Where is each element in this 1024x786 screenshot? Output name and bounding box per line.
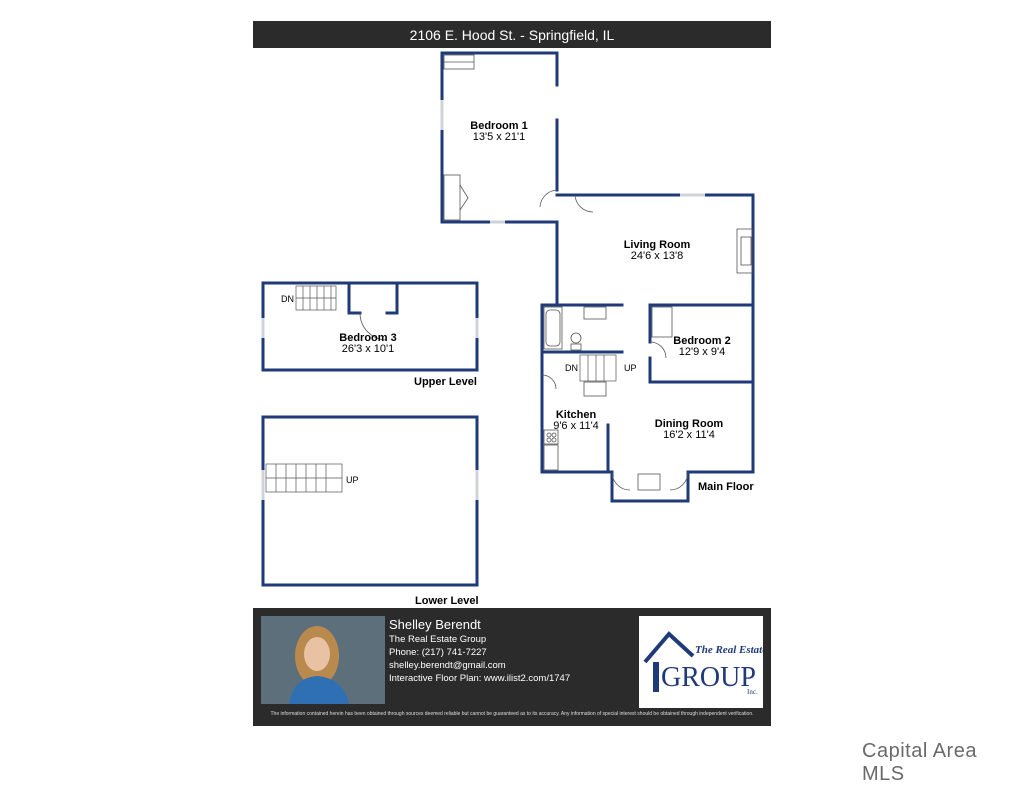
room-living-name: Living Room: [624, 239, 691, 251]
agent-name: Shelley Berendt: [389, 617, 481, 632]
room-dining-name: Dining Room: [655, 418, 724, 430]
stairs-up-lower-label: UP: [346, 475, 359, 485]
room-bedroom-1-name: Bedroom 1: [470, 120, 527, 132]
level-upper-label: Upper Level: [414, 376, 477, 388]
room-bedroom-3-dims: 26'3 x 10'1: [342, 343, 395, 355]
agent-info: Shelley Berendt The Real Estate Group Ph…: [389, 616, 570, 685]
company-logo: The Real Estate GROUP Inc.: [639, 616, 767, 708]
lower-level-walls: [261, 415, 479, 587]
room-kitchen-dims: 9'6 x 11'4: [553, 420, 599, 432]
floor-plan-drawing: Bedroom 1 13'5 x 21'1 Living Room 24'6 x…: [261, 51, 755, 607]
logo-line-2: GROUP: [661, 662, 756, 693]
logo-line-1: The Real Estate: [695, 644, 763, 656]
disclaimer-text: The information contained herein has bee…: [270, 711, 754, 717]
room-bedroom-1-dims: 13'5 x 21'1: [473, 131, 526, 143]
bedroom-1-walls: [440, 51, 559, 224]
agent-company: The Real Estate Group: [389, 634, 487, 645]
agent-email[interactable]: shelley.berendt@gmail.com: [389, 660, 506, 671]
room-bedroom-2-name: Bedroom 2: [673, 335, 730, 347]
stairs-up-main-label: UP: [624, 363, 637, 373]
agent-photo: [261, 616, 385, 704]
room-kitchen-name: Kitchen: [556, 409, 597, 421]
floor-plan-title: 2106 E. Hood St. - Springfield, IL: [253, 21, 771, 48]
upper-level-walls: [261, 281, 479, 372]
room-bedroom-3-name: Bedroom 3: [339, 332, 396, 344]
room-living-dims: 24'6 x 13'8: [631, 250, 684, 262]
living-room-walls: [555, 193, 755, 384]
main-floor-walls: [540, 303, 755, 503]
stairs-dn-main-label: DN: [565, 363, 578, 373]
logo-line-3: Inc.: [747, 688, 758, 696]
level-main-label: Main Floor: [698, 481, 754, 493]
stairs: [265, 285, 617, 493]
stairs-dn-upper-label: DN: [281, 294, 294, 304]
agent-phone: Phone: (217) 741-7227: [389, 647, 487, 658]
mls-watermark: Capital Area MLS: [862, 740, 977, 785]
agent-footer: Shelley Berendt The Real Estate Group Ph…: [253, 608, 771, 726]
agent-floor-plan-link[interactable]: Interactive Floor Plan: www.ilist2.com/1…: [389, 673, 571, 684]
room-dining-dims: 16'2 x 11'4: [663, 429, 715, 441]
room-bedroom-2-dims: 12'9 x 9'4: [679, 346, 725, 358]
level-lower-label: Lower Level: [415, 595, 479, 607]
